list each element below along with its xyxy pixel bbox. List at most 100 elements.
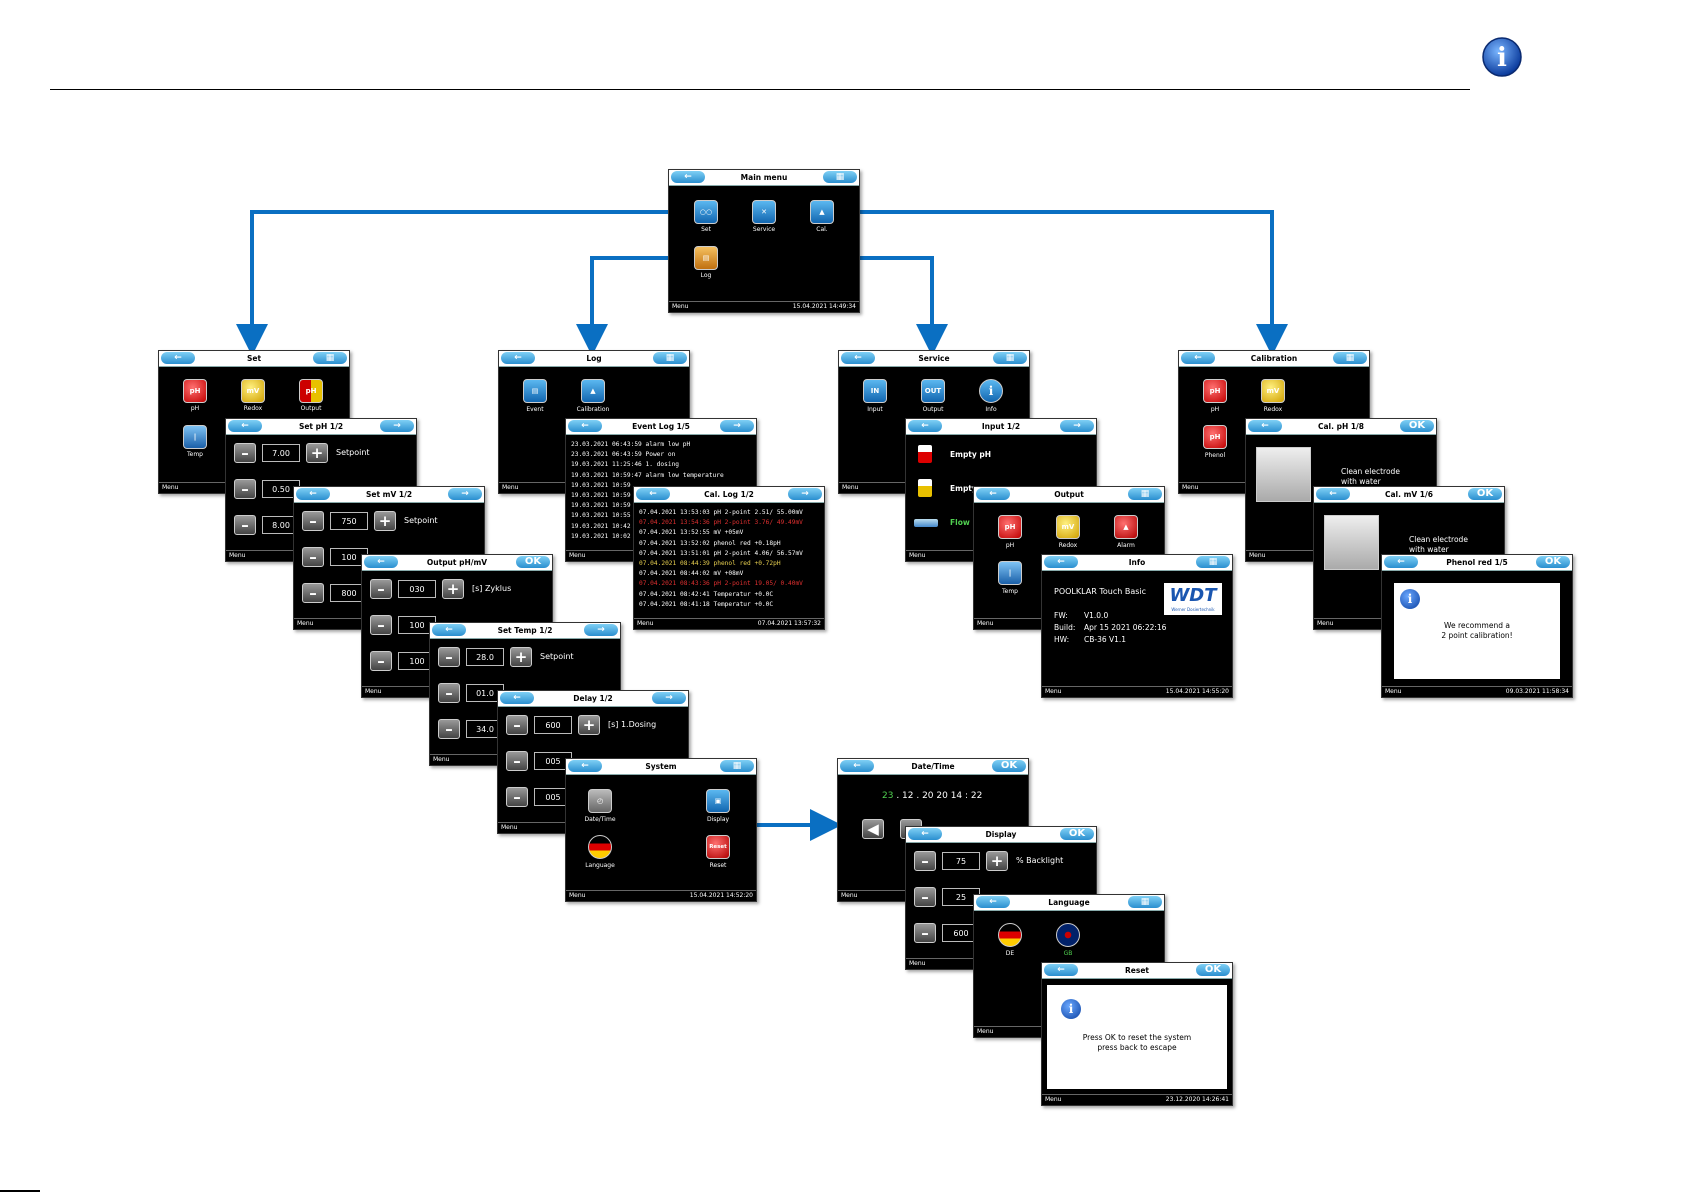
back-arrow-icon[interactable]: ← [364, 556, 398, 568]
output-icon[interactable]: OUT [921, 379, 945, 403]
menu-link[interactable]: Menu [1385, 688, 1402, 695]
alarm-bell-icon[interactable]: ▲ [1114, 515, 1138, 539]
forward-arrow-icon[interactable]: → [788, 488, 822, 500]
back-arrow-icon[interactable]: ← [432, 624, 466, 636]
menu-link[interactable]: Menu [569, 892, 586, 899]
menu-link[interactable]: Menu [672, 303, 689, 310]
language-icon[interactable] [588, 835, 612, 859]
left-arrow-button[interactable]: ◀ [862, 819, 884, 839]
back-arrow-icon[interactable]: ← [568, 760, 602, 772]
value-field[interactable]: 005 [534, 788, 572, 806]
display-icon[interactable]: ▣ [706, 789, 730, 813]
menu-link[interactable]: Menu [637, 620, 654, 627]
day-field[interactable]: 23 [882, 791, 894, 801]
value-field[interactable]: 28.0 [466, 648, 504, 666]
grid-icon[interactable]: ▦ [1128, 896, 1162, 908]
back-arrow-icon[interactable]: ← [1384, 556, 1418, 568]
minus-button[interactable]: – [234, 479, 256, 499]
temp-icon[interactable]: ‎| [183, 425, 207, 449]
uk-flag-icon[interactable] [1056, 923, 1080, 947]
minus-button[interactable]: – [438, 719, 460, 739]
value-field[interactable]: 800 [330, 584, 368, 602]
german-flag-icon[interactable] [998, 923, 1022, 947]
back-arrow-icon[interactable]: ← [976, 488, 1010, 500]
minus-button[interactable]: – [370, 651, 392, 671]
back-arrow-icon[interactable]: ← [671, 171, 705, 183]
back-arrow-icon[interactable]: ← [296, 488, 330, 500]
menu-link[interactable]: Menu [162, 484, 179, 491]
redox-icon[interactable]: mV [241, 379, 265, 403]
grid-icon[interactable]: ▦ [720, 760, 754, 772]
value-field[interactable]: 030 [398, 580, 436, 598]
menu-link[interactable]: Menu [1249, 552, 1266, 559]
plus-button[interactable]: + [986, 851, 1008, 871]
back-arrow-icon[interactable]: ← [161, 352, 195, 364]
forward-arrow-icon[interactable]: → [584, 624, 618, 636]
calibration-icon[interactable]: ▲ [810, 200, 834, 224]
minus-button[interactable]: – [914, 923, 936, 943]
back-arrow-icon[interactable]: ← [1044, 556, 1078, 568]
menu-link[interactable]: Menu [502, 484, 519, 491]
calibration-log-icon[interactable]: ▲ [581, 379, 605, 403]
clock-calendar-icon[interactable]: ◴ [588, 789, 612, 813]
minus-button[interactable]: – [506, 751, 528, 771]
menu-link[interactable]: Menu [501, 824, 518, 831]
forward-arrow-icon[interactable]: → [720, 420, 754, 432]
back-arrow-icon[interactable]: ← [500, 692, 534, 704]
ok-button[interactable]: OK [1536, 556, 1570, 568]
ok-button[interactable]: OK [516, 556, 550, 568]
menu-link[interactable]: Menu [909, 552, 926, 559]
back-arrow-icon[interactable]: ← [228, 420, 262, 432]
minus-button[interactable]: – [302, 547, 324, 567]
menu-link[interactable]: Menu [1045, 1096, 1062, 1103]
back-arrow-icon[interactable]: ← [636, 488, 670, 500]
plus-button[interactable]: + [306, 443, 328, 463]
menu-link[interactable]: Menu [1045, 688, 1062, 695]
reset-icon[interactable]: Reset [706, 835, 730, 859]
back-arrow-icon[interactable]: ← [568, 420, 602, 432]
back-arrow-icon[interactable]: ← [1248, 420, 1282, 432]
value-field[interactable]: 750 [330, 512, 368, 530]
menu-link[interactable]: Menu [297, 620, 314, 627]
menu-link[interactable]: Menu [365, 688, 382, 695]
grid-icon[interactable]: ▦ [1333, 352, 1367, 364]
ok-button[interactable]: OK [1196, 964, 1230, 976]
service-icon[interactable]: ✕ [752, 200, 776, 224]
minus-button[interactable]: – [302, 583, 324, 603]
phenol-icon[interactable]: pH [1203, 425, 1227, 449]
menu-link[interactable]: Menu [841, 892, 858, 899]
menu-link[interactable]: Menu [977, 620, 994, 627]
grid-icon[interactable]: ▦ [653, 352, 687, 364]
temp-icon[interactable]: | [998, 561, 1022, 585]
redox-icon[interactable]: mV [1056, 515, 1080, 539]
back-arrow-icon[interactable]: ← [976, 896, 1010, 908]
minus-button[interactable]: – [438, 647, 460, 667]
menu-link[interactable]: Menu [1182, 484, 1199, 491]
ok-button[interactable]: OK [1060, 828, 1094, 840]
minus-button[interactable]: – [506, 787, 528, 807]
plus-button[interactable]: + [510, 647, 532, 667]
menu-link[interactable]: Menu [569, 552, 586, 559]
minus-button[interactable]: – [506, 715, 528, 735]
grid-icon[interactable]: ▦ [1128, 488, 1162, 500]
forward-arrow-icon[interactable]: → [448, 488, 482, 500]
plus-button[interactable]: + [374, 511, 396, 531]
grid-icon[interactable]: ▦ [823, 171, 857, 183]
value-field[interactable]: 7.00 [262, 444, 300, 462]
back-arrow-icon[interactable]: ← [501, 352, 535, 364]
minus-button[interactable]: – [234, 515, 256, 535]
minus-button[interactable]: – [438, 683, 460, 703]
back-arrow-icon[interactable]: ← [908, 420, 942, 432]
grid-icon[interactable]: ▦ [1196, 556, 1230, 568]
menu-link[interactable]: Menu [977, 1028, 994, 1035]
ok-button[interactable]: OK [1400, 420, 1434, 432]
redox-icon[interactable]: mV [1261, 379, 1285, 403]
ok-button[interactable]: OK [992, 760, 1026, 772]
value-field[interactable]: 75 [942, 852, 980, 870]
back-arrow-icon[interactable]: ← [1044, 964, 1078, 976]
minus-button[interactable]: – [370, 579, 392, 599]
set-icon[interactable]: ○○ [694, 200, 718, 224]
log-icon[interactable]: ▤ [694, 246, 718, 270]
plus-button[interactable]: + [442, 579, 464, 599]
forward-arrow-icon[interactable]: → [652, 692, 686, 704]
